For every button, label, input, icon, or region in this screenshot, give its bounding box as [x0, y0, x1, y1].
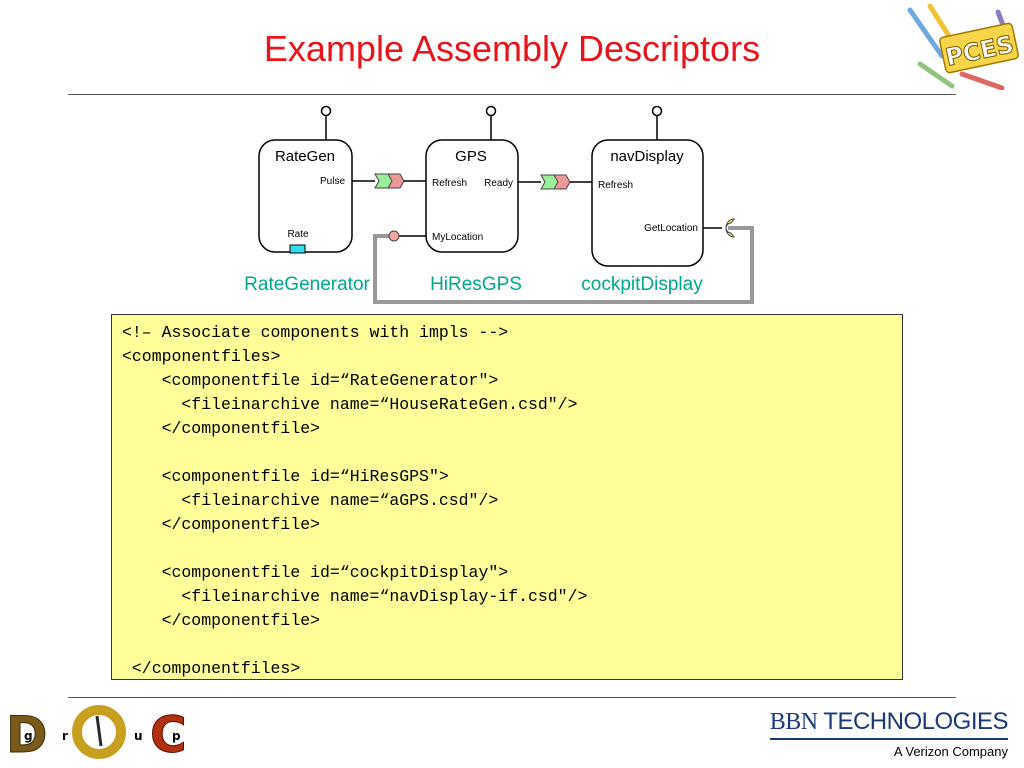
doc-letter-g: g: [24, 729, 33, 743]
component-diagram: RateGen Pulse Rate GPS Refresh Ready MyL…: [244, 105, 754, 304]
home-port-icon: [651, 105, 663, 117]
pces-badge: [939, 22, 1019, 74]
doc-letter-p: p: [172, 729, 181, 743]
doc-letter-r: r: [62, 729, 68, 743]
bbn-name-part1: BBN: [769, 709, 818, 735]
code-line: <fileinarchive name=“navDisplay-if.csd"/…: [122, 587, 588, 606]
code-box: <!– Associate components with impls --> …: [111, 314, 903, 680]
pces-stripe: [959, 71, 1005, 90]
doc-letter-c: C: [150, 706, 187, 762]
code-line: </componentfile>: [122, 515, 321, 534]
navdisplay-name: navDisplay: [610, 148, 684, 165]
component-navdisplay: navDisplay Refresh GetLocation: [591, 105, 704, 267]
slide-title: Example Assembly Descriptors: [263, 28, 761, 69]
port-label-rate: Rate: [287, 229, 309, 240]
top-divider: [68, 94, 956, 95]
bbn-tagline: A Verizon Company: [893, 744, 1008, 759]
code-line: </componentfile>: [122, 419, 321, 438]
doc-letter-o-ring: [72, 705, 126, 759]
code-line: <!– Associate components with impls -->: [122, 323, 509, 342]
bbn-name-part2: TECHNOLOGIES: [817, 708, 1008, 735]
component-gps: GPS Refresh Ready MyLocation: [425, 105, 519, 253]
bottom-divider: [68, 697, 956, 698]
facet-mylocation-icon: [388, 230, 400, 242]
port-label-getlocation: GetLocation: [644, 223, 698, 234]
code-line: </componentfile>: [122, 611, 321, 630]
bbn-logo: BBN TECHNOLOGIES A Verizon Company: [769, 708, 1009, 759]
port-label-ready: Ready: [484, 178, 513, 189]
instance-label-rategenerator: RateGenerator: [244, 274, 370, 295]
code-line: <fileinarchive name=“aGPS.csd"/>: [122, 491, 499, 510]
code-line: </componentfiles>: [122, 659, 301, 678]
bbn-underline: [769, 738, 1008, 740]
pces-logo: PCES: [907, 4, 1019, 90]
code-line: <componentfile id=“cockpitDisplay">: [122, 563, 509, 582]
navdisplay-box: [591, 139, 704, 267]
bbn-name: BBN TECHNOLOGIES: [769, 708, 1009, 736]
home-port-icon: [485, 105, 497, 117]
doc-needle-icon: [95, 715, 103, 747]
code-listing: <!– Associate components with impls --> …: [122, 321, 902, 681]
event-source-icon: [387, 173, 405, 189]
doc-letter-d: D: [6, 706, 48, 762]
port-label-pulse: Pulse: [320, 176, 345, 187]
instance-label-hiresgps: HiResGPS: [430, 274, 522, 295]
rategen-name: RateGen: [275, 148, 335, 165]
doc-letter-u: u: [134, 729, 143, 743]
attribute-rate-icon: [289, 244, 306, 254]
code-line: <componentfile id=“HiResGPS">: [122, 467, 449, 486]
port-label-refresh: Refresh: [598, 180, 633, 191]
port-label-mylocation: MyLocation: [432, 232, 483, 243]
gps-box: [425, 139, 519, 253]
code-line: <componentfile id=“RateGenerator">: [122, 371, 499, 390]
connection-getlocation-mylocation: [373, 226, 754, 304]
port-label-refresh: Refresh: [432, 178, 467, 189]
instance-label-cockpitdisplay: cockpitDisplay: [581, 274, 703, 295]
home-port-icon: [320, 105, 332, 117]
code-line: <componentfiles>: [122, 347, 281, 366]
pces-stripe: [907, 7, 945, 59]
component-rategen: RateGen Pulse Rate: [258, 105, 353, 254]
code-line: <fileinarchive name=“HouseRateGen.csd"/>: [122, 395, 578, 414]
receptacle-getlocation-icon: [725, 218, 736, 238]
doc-group-logo: D O C g r u p: [6, 705, 187, 762]
pces-stripe: [917, 61, 955, 89]
event-source-icon: [553, 174, 571, 190]
gps-name: GPS: [455, 148, 487, 165]
